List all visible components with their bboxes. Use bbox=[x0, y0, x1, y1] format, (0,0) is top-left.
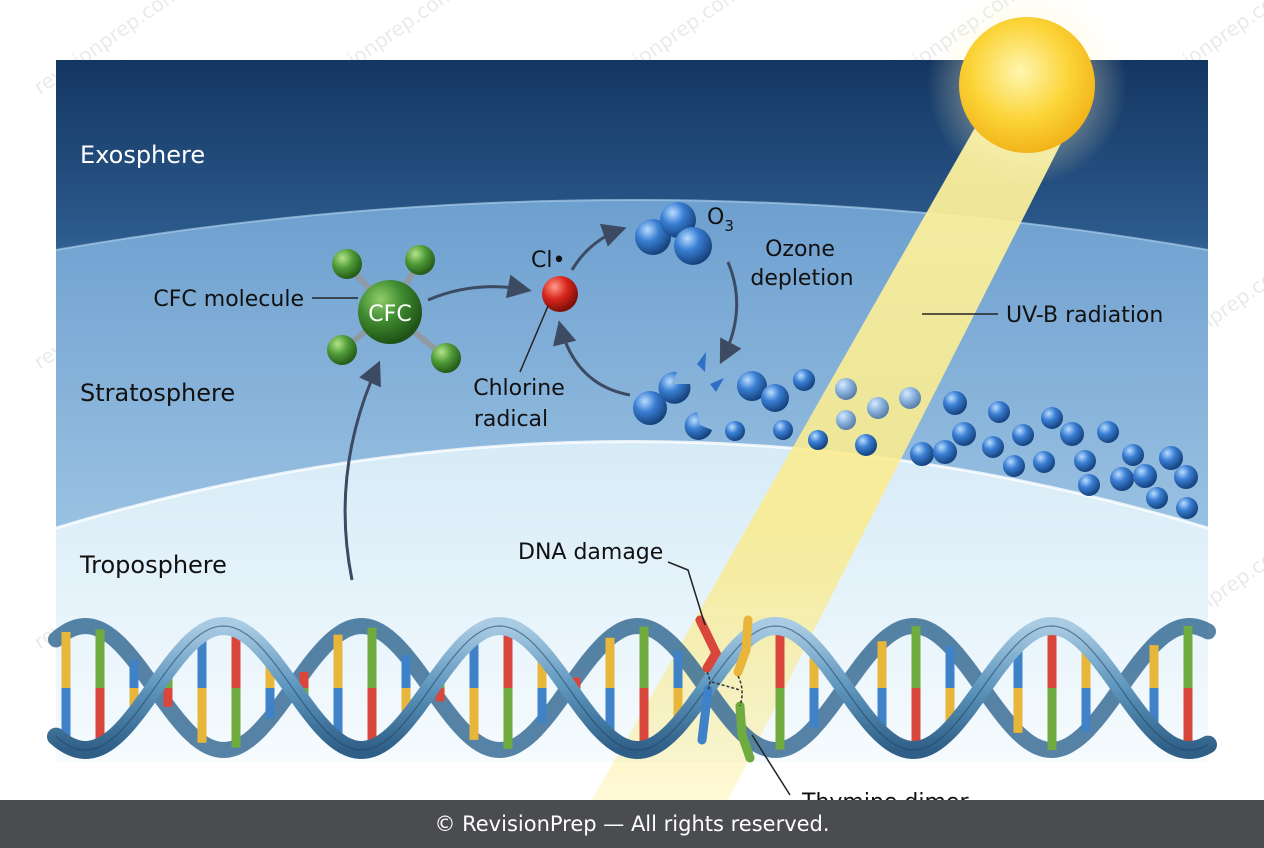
ozone-molecule bbox=[635, 202, 712, 265]
cfc-molecule-label: CFC molecule bbox=[153, 287, 304, 312]
ozone-molecule-dot bbox=[910, 442, 934, 466]
damaged-base-yellow bbox=[733, 615, 753, 677]
ozone-molecule-dot bbox=[773, 420, 793, 440]
ozone-molecule-dot bbox=[1078, 474, 1100, 496]
layer-label-exosphere: Exosphere bbox=[80, 141, 205, 169]
ozone-layer-molecules bbox=[725, 369, 1198, 519]
o3-label: O3 bbox=[707, 205, 734, 235]
oxygen-shard bbox=[697, 352, 706, 372]
sun-icon bbox=[959, 17, 1095, 153]
oxygen-atom bbox=[674, 227, 712, 265]
ozone-molecule-dot bbox=[1041, 407, 1063, 429]
troposphere-band bbox=[56, 441, 1208, 762]
ozone-molecule-dot bbox=[1003, 455, 1025, 477]
ozone-molecule-dot bbox=[867, 397, 889, 419]
ozone-molecule-dot bbox=[988, 401, 1010, 423]
chlorine-radical-label-line1: Chlorine bbox=[473, 376, 565, 401]
ozone-molecule-dot bbox=[737, 371, 767, 401]
dna-backbone-edge bbox=[55, 625, 1209, 751]
ozone-molecule-dot bbox=[933, 440, 957, 464]
dna-damage-leader-line bbox=[667, 561, 706, 626]
ozone-molecule-dot bbox=[1110, 467, 1134, 491]
ozone-molecule-dot bbox=[1074, 450, 1096, 472]
chlorine-leader-line bbox=[519, 305, 549, 373]
damaged-base-blue bbox=[697, 685, 713, 745]
ozone-molecule-dot bbox=[725, 421, 745, 441]
cfc-core-atom bbox=[358, 280, 422, 344]
ozone-molecule-dot bbox=[1012, 424, 1034, 446]
ozone-molecule-dot bbox=[1174, 465, 1198, 489]
thymine-dimer-damage bbox=[695, 615, 755, 763]
ozone-molecule-dot bbox=[943, 391, 967, 415]
ozone-molecule-dot bbox=[1133, 464, 1157, 488]
copyright-footer: © RevisionPrep — All rights reserved. bbox=[0, 800, 1264, 848]
cl-to-ozone-arrow bbox=[570, 223, 627, 271]
dimer-bond bbox=[706, 671, 743, 707]
ozone-breakdown-arrow bbox=[719, 261, 742, 365]
oxygen-atom bbox=[633, 391, 667, 425]
stratosphere-edge bbox=[55, 199, 1209, 251]
ozone-depletion-label-line1: Ozone bbox=[765, 237, 835, 262]
cfc-atom bbox=[431, 343, 461, 373]
broken-ozone bbox=[633, 352, 724, 440]
oxygen-shard bbox=[710, 378, 724, 392]
layer-label-stratosphere: Stratosphere bbox=[80, 379, 235, 407]
ozone-molecule-dot bbox=[899, 387, 921, 409]
uvb-radiation-label: UV-B radiation bbox=[1006, 303, 1163, 328]
ozone-molecule-dot bbox=[1176, 497, 1198, 519]
chlorine-radical-label-line2: radical bbox=[474, 407, 548, 432]
ozone-molecule-dot bbox=[793, 369, 815, 391]
troposphere-edge bbox=[55, 440, 1209, 530]
damaged-base-green bbox=[735, 701, 755, 763]
ozone-depletion-label-line2: depletion bbox=[750, 266, 853, 291]
ozone-molecule-dot bbox=[1159, 446, 1183, 470]
cl-regeneration-arrow bbox=[553, 320, 631, 397]
cl-radical-symbol: Cl• bbox=[531, 248, 565, 273]
ozone-molecule-dot bbox=[1060, 422, 1084, 446]
cfc-atom bbox=[405, 245, 435, 275]
reaction-arrows bbox=[343, 223, 742, 581]
chlorine-radical-atom bbox=[542, 276, 578, 312]
layer-label-troposphere: Troposphere bbox=[79, 551, 227, 579]
ozone-molecule-dot bbox=[982, 436, 1004, 458]
cfc-to-cl-arrow bbox=[427, 274, 532, 302]
damaged-base-red bbox=[695, 615, 722, 673]
ozone-molecule-dot bbox=[952, 422, 976, 446]
cfc-atom bbox=[327, 335, 357, 365]
ozone-molecule-dot bbox=[835, 378, 857, 400]
ozone-molecule-dot bbox=[761, 384, 789, 412]
ozone-molecule-dot bbox=[1146, 487, 1168, 509]
ozone-molecule-dot bbox=[1097, 421, 1119, 443]
ozone-molecule-dot bbox=[855, 434, 877, 456]
ozone-molecule-dot bbox=[808, 430, 828, 450]
o3-subscript: 3 bbox=[724, 217, 734, 235]
dna-damage-label: DNA damage bbox=[518, 540, 663, 565]
uv-b-beam bbox=[592, 110, 1078, 800]
dna-double-helix bbox=[47, 616, 1217, 760]
rise-arrow bbox=[343, 360, 381, 581]
broken-oxygen-fragment bbox=[658, 371, 691, 404]
ozone-molecule-dot bbox=[1033, 451, 1055, 473]
o3-symbol: O bbox=[707, 205, 724, 230]
ozone-molecule-dot bbox=[836, 410, 856, 430]
thymine-dimer-leader-line bbox=[751, 734, 791, 796]
broken-oxygen-fragment bbox=[684, 412, 712, 440]
cfc-atom bbox=[332, 249, 362, 279]
uv-beam-group bbox=[592, 0, 1127, 800]
ozone-molecule-dot bbox=[1122, 444, 1144, 466]
cfc-molecule: CFC bbox=[327, 245, 461, 373]
cfc-core-label: CFC bbox=[368, 302, 411, 327]
